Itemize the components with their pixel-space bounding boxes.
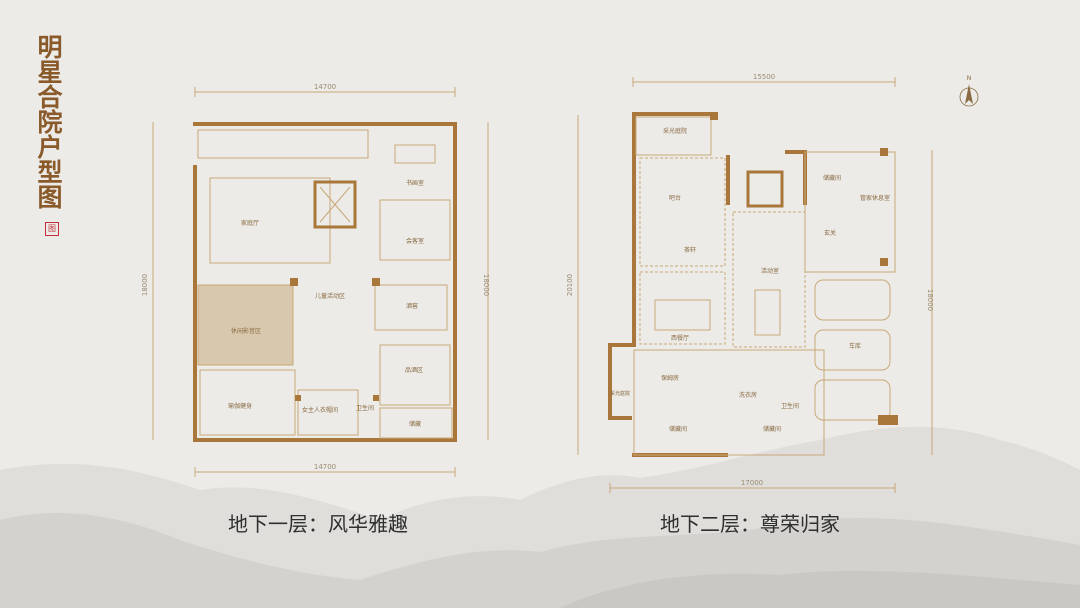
room-label: 茶轩 — [684, 246, 696, 254]
dim-right-1: 18000 — [482, 274, 490, 296]
room-label: 车库 — [849, 342, 861, 350]
room-label: 储藏间 — [823, 174, 841, 182]
room-label: 西餐厅 — [671, 334, 689, 342]
dim-top-1: 14700 — [314, 83, 336, 91]
dim-bottom-2: 17000 — [741, 479, 763, 487]
caption-b2: 地下二层：尊荣归家 — [660, 512, 840, 536]
room-label: 采光庭院 — [610, 390, 630, 397]
dim-left-2: 20100 — [566, 274, 574, 296]
room-label: 保姆房 — [661, 374, 679, 382]
compass-icon: N — [959, 75, 979, 107]
room-label: 储藏间 — [669, 425, 687, 433]
room-label: 玄关 — [824, 229, 836, 237]
room-label: 采光庭院 — [663, 127, 687, 135]
dim-bottom-1: 14700 — [314, 463, 336, 471]
dim-left-1: 18000 — [141, 274, 149, 296]
seal-stamp: 图 — [45, 222, 59, 236]
room-label: 酒窖 — [406, 302, 418, 310]
room-label: 活动室 — [761, 267, 779, 275]
room-label: 书画室 — [406, 179, 424, 187]
room-label: 女主人衣帽间 — [302, 406, 338, 414]
dim-right-2: 18000 — [926, 289, 934, 311]
room-label: 家庭厅 — [241, 219, 259, 227]
room-label: 休闲影音区 — [231, 327, 261, 335]
room-label: 吧台 — [669, 194, 681, 202]
room-label: 卫生间 — [781, 402, 799, 410]
room-label: 卫生间 — [356, 404, 374, 412]
room-label: 儿童活动区 — [315, 292, 345, 300]
room-label: 管家休息室 — [860, 194, 890, 202]
compass-label: N — [967, 75, 972, 82]
room-label: 洗衣房 — [739, 391, 757, 399]
room-label: 瑜伽健身 — [228, 402, 252, 410]
room-label: 品酒区 — [405, 366, 423, 374]
room-label: 会客室 — [406, 237, 424, 245]
room-label: 储藏 — [409, 420, 421, 428]
page-title: 明星合院户型图 — [34, 34, 63, 209]
caption-b1: 地下一层：风华雅趣 — [228, 512, 408, 536]
room-label: 储藏间 — [763, 425, 781, 433]
dim-top-2: 15500 — [753, 73, 775, 81]
